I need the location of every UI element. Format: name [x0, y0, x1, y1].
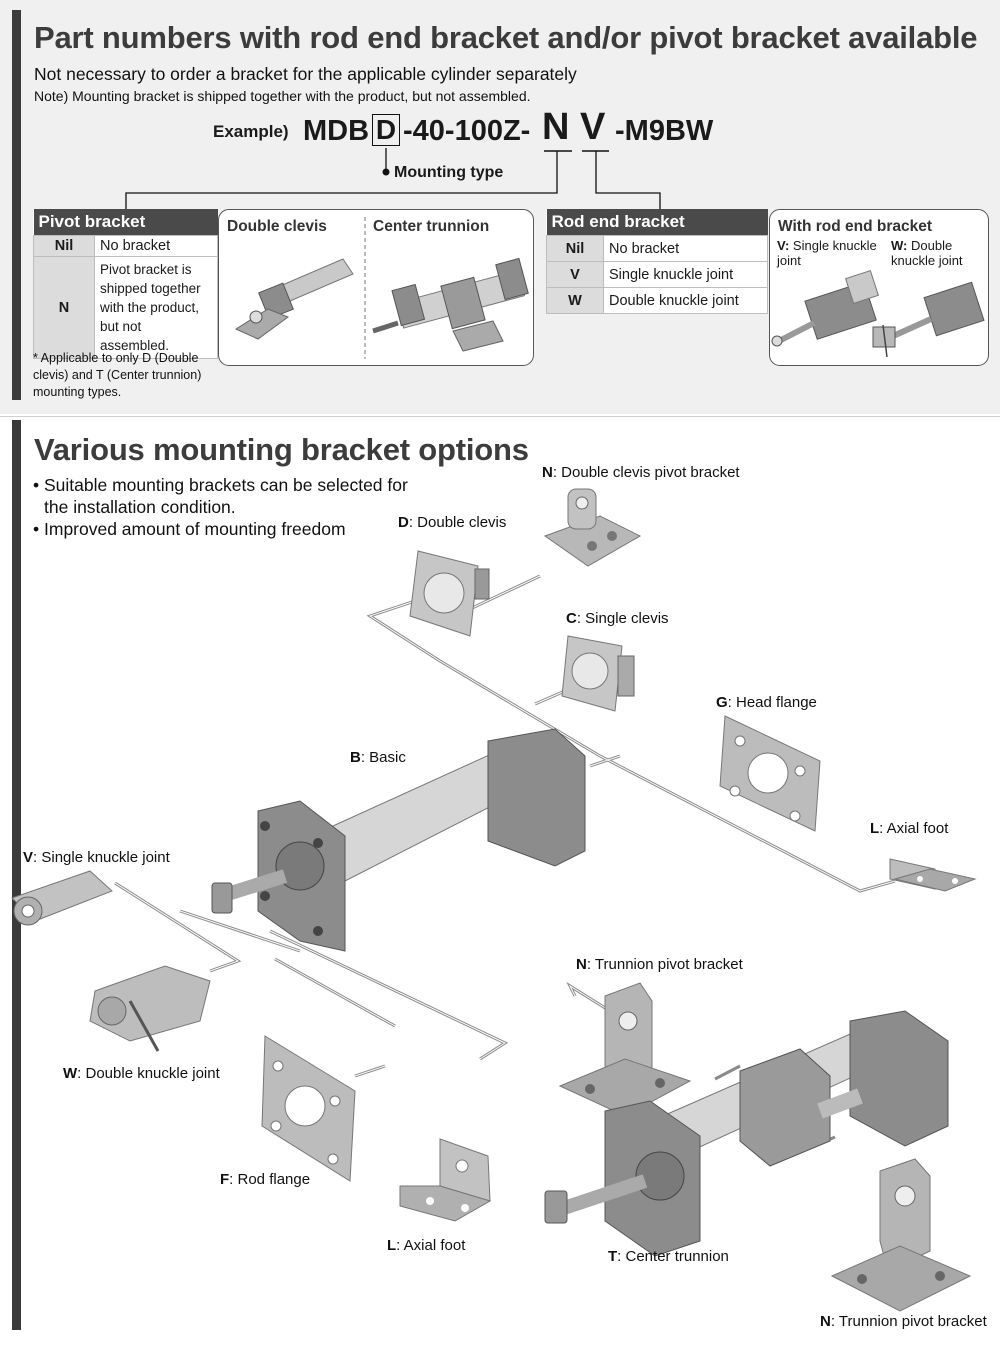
head-flange-image — [719, 715, 821, 832]
section2-title: Various mounting bracket options — [34, 432, 529, 467]
label-n-double-clevis-pivot: N: Double clevis pivot bracket — [542, 464, 740, 481]
footnote-mark: * — [33, 351, 38, 365]
pivot-card-illustrations — [234, 217, 529, 359]
label-f-rod-flange: F: Rod flange — [220, 1171, 311, 1188]
pivot-code-nil: Nil — [33, 235, 95, 257]
trunnion-pivot-bracket-bottom-image — [830, 1158, 972, 1312]
label-w-double-knuckle: W: Double knuckle joint — [63, 1065, 220, 1082]
section2-bullet-2: • Improved amount of mounting freedom — [33, 519, 346, 539]
pivot-footnote: * Applicable to only D (Double clevis) a… — [33, 350, 218, 401]
axial-foot-right-image — [889, 858, 977, 892]
bullet-2-text: Improved amount of mounting freedom — [44, 519, 346, 539]
table-row: Nil No bracket — [546, 235, 768, 262]
table-row: W Double knuckle joint — [546, 287, 768, 314]
center-trunnion-caption: Center trunnion — [373, 218, 490, 235]
bullet-1-text: Suitable mounting brackets can be select… — [44, 475, 408, 517]
section1-marker-bar — [12, 10, 21, 400]
label-l-axial-foot-right: L: Axial foot — [870, 820, 949, 837]
rod-flange-image — [261, 1035, 356, 1182]
double-knuckle-cylinder-image — [872, 281, 985, 358]
rod-code-v: V — [546, 261, 604, 288]
label-l-axial-foot-bottom: L: Axial foot — [387, 1237, 466, 1254]
rod-card-illustrations — [771, 269, 985, 358]
example-pivot-code: N — [542, 106, 570, 148]
example-leader-lines — [125, 148, 661, 209]
axial-foot-bottom-image — [399, 1138, 492, 1222]
footnote-text: Applicable to only D (Double clevis) and… — [33, 351, 202, 399]
section2-bullet-1: • Suitable mounting brackets can be sele… — [33, 474, 434, 518]
rod-card-title: With rod end bracket — [778, 218, 933, 235]
rod-desc-w: Double knuckle joint — [603, 287, 768, 314]
double-clevis-pivot-bracket-image — [543, 488, 642, 567]
label-t-center-trunnion: T: Center trunnion — [608, 1248, 729, 1265]
rod-table-header: Rod end bracket — [546, 209, 768, 236]
rod-code-nil: Nil — [546, 235, 604, 262]
pivot-code-n: N — [33, 256, 95, 359]
table-row: V Single knuckle joint — [546, 261, 768, 288]
rod-card-w-label: Double knuckle joint — [891, 238, 963, 268]
section-divider — [0, 416, 1000, 417]
bracket-connector-lines — [114, 574, 896, 1148]
pivot-bracket-table: Pivot bracket Nil No bracket N Pivot bra… — [33, 209, 218, 359]
example-part-middle: -40-100Z- — [403, 115, 531, 147]
basic-cylinder-image — [211, 728, 586, 952]
rod-card-v-label: Single knuckle joint — [777, 238, 877, 268]
example-suffix: -M9BW — [615, 115, 714, 147]
example-label: Example) — [213, 122, 289, 141]
trunnion-pivot-bracket-top-image — [558, 982, 692, 1117]
pivot-desc-nil: No bracket — [94, 235, 218, 257]
double-clevis-cylinder-image — [234, 258, 354, 340]
label-b-basic: B: Basic — [350, 749, 406, 766]
single-clevis-image — [561, 635, 635, 712]
example-rod-code: V — [580, 106, 606, 148]
label-d-double-clevis: D: Double clevis — [398, 514, 507, 531]
center-trunnion-cylinder-image — [544, 1010, 949, 1257]
table-row: Nil No bracket — [33, 235, 218, 257]
single-knuckle-joint-image — [11, 870, 113, 926]
section1-subtitle: Not necessary to order a bracket for the… — [34, 64, 577, 84]
rod-card-v-caption: V: Single knuckle joint — [777, 238, 885, 268]
label-c-single-clevis: C: Single clevis — [566, 610, 669, 627]
example-mount-code: D — [372, 114, 400, 146]
center-trunnion-cylinder-image — [372, 257, 529, 352]
rod-code-w: W — [546, 287, 604, 314]
single-knuckle-cylinder-image — [771, 269, 880, 347]
label-n-trunnion-pivot-bottom: N: Trunnion pivot bracket — [820, 1313, 987, 1330]
example-part-prefix: MDB — [303, 115, 370, 147]
label-n-trunnion-pivot-top: N: Trunnion pivot bracket — [576, 956, 743, 973]
rod-card-w-caption: W: Double knuckle joint — [891, 238, 987, 268]
rod-end-card — [769, 209, 989, 366]
pivot-table-header: Pivot bracket — [33, 209, 218, 236]
double-clevis-caption: Double clevis — [227, 218, 327, 235]
rod-end-bracket-table: Rod end bracket Nil No bracket V Single … — [546, 209, 768, 314]
pivot-desc-n: Pivot bracket is shipped together with t… — [94, 256, 218, 359]
double-knuckle-joint-image — [89, 965, 211, 1052]
label-g-head-flange: G: Head flange — [716, 694, 817, 711]
bracket-illustrations — [11, 488, 977, 1312]
rod-card-w-code: W: — [891, 238, 908, 253]
rod-card-v-code: V: — [777, 238, 790, 253]
label-v-single-knuckle: V: Single knuckle joint — [23, 849, 170, 866]
mounting-type-label: Mounting type — [394, 164, 504, 181]
rod-desc-nil: No bracket — [603, 235, 768, 262]
section1-note: Note) Mounting bracket is shipped togeth… — [34, 88, 531, 104]
double-clevis-image — [409, 550, 490, 637]
table-row: N Pivot bracket is shipped together with… — [33, 256, 218, 359]
section1-title: Part numbers with rod end bracket and/or… — [34, 20, 978, 55]
section2-marker-bar — [12, 420, 21, 1330]
rod-desc-v: Single knuckle joint — [603, 261, 768, 288]
